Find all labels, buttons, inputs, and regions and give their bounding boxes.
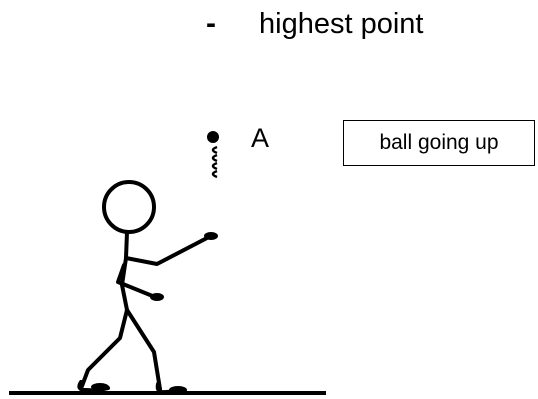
bullet-heading: - highest point	[0, 0, 538, 60]
point-a-label: A	[251, 123, 270, 153]
figure-hand-raised	[204, 232, 218, 240]
figure-front-leg	[125, 308, 162, 391]
figure-body	[120, 230, 129, 312]
figure-other-arm	[116, 263, 157, 299]
figure-head	[102, 180, 156, 234]
figure-front-foot	[155, 382, 184, 395]
ball	[207, 131, 219, 143]
figure-foot-front-tip	[169, 386, 187, 394]
figure-extremities	[91, 232, 218, 394]
figure-hand-lower	[150, 293, 164, 301]
heading-text: highest point	[259, 8, 424, 40]
ball-with-motion-trail	[207, 131, 219, 179]
figure-back-leg	[80, 308, 129, 388]
callout-box: ball going up	[343, 120, 535, 166]
stick-figure	[77, 180, 209, 395]
motion-trail	[211, 145, 218, 179]
callout-text: ball going up	[379, 131, 499, 154]
figure-throwing-arm	[124, 236, 209, 266]
figure-foot-back-tip	[91, 383, 109, 391]
bullet-dash: -	[206, 7, 216, 40]
